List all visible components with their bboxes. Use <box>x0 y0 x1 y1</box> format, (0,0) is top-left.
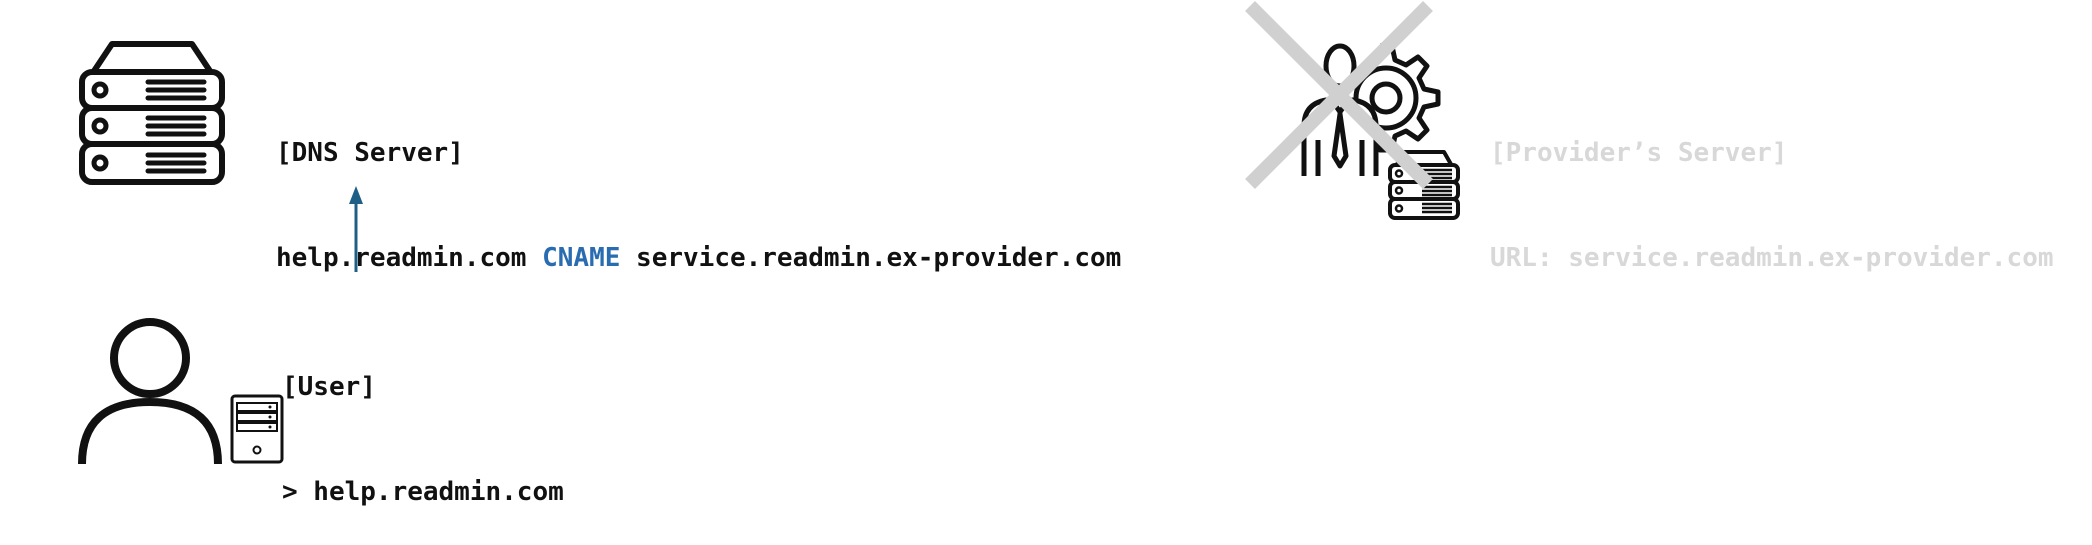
query-arrow <box>349 186 363 272</box>
dns-record: help.readmin.com CNAME service.readmin.e… <box>276 241 1121 276</box>
server-stack-icon <box>79 41 225 185</box>
provider-server-url: URL: service.readmin.ex-provider.com <box>1490 243 2054 273</box>
user-title: [User] <box>282 372 376 402</box>
desktop-tower-icon <box>230 394 284 464</box>
dns-server-title: [DNS Server] <box>276 138 464 168</box>
dns-server-label: [DNS Server] help.readmin.com CNAME serv… <box>276 66 1121 311</box>
dns-record-type: CNAME <box>542 243 621 273</box>
dns-record-host: help.readmin.com <box>276 243 527 273</box>
dns-record-target: service.readmin.ex-provider.com <box>636 243 1122 273</box>
user-command: > help.readmin.com <box>282 477 564 507</box>
user-label: [User] > help.readmin.com <box>282 300 564 545</box>
cross-icon <box>1245 1 1433 189</box>
user-icon <box>78 318 222 465</box>
provider-server-label: [Provider’s Server] URL: service.readmin… <box>1490 66 2054 311</box>
provider-server-title: [Provider’s Server] <box>1490 138 1788 168</box>
